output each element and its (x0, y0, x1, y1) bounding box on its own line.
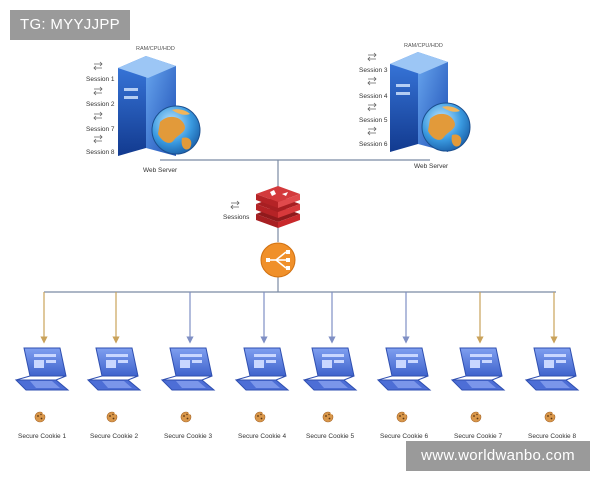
server-1-label: Web Server (143, 167, 178, 174)
session-swap-icon (367, 52, 377, 62)
session-swap-icon (367, 76, 377, 86)
cookie-icon (322, 411, 334, 423)
session-swap-icon (367, 102, 377, 112)
cookie-icon (544, 411, 556, 423)
client-8: Secure Cookie 8 (525, 347, 579, 440)
laptop-icon (303, 347, 357, 391)
load-balancer (260, 242, 296, 278)
session-swap-icon (367, 126, 377, 136)
client-6: Secure Cookie 6 (377, 347, 431, 440)
session-swap-icon (93, 134, 103, 144)
web-server-2: RAM/CPU/HDD Web Server Session 3 Session… (359, 43, 471, 170)
client-cookie-label: Secure Cookie 4 (238, 433, 286, 440)
laptop-icon (15, 347, 69, 391)
session-store-label: Sessions (223, 214, 250, 221)
server-1-sessions: Session 1 Session 2 Session 7 Session 8 (86, 61, 115, 156)
client-3: Secure Cookie 3 (161, 347, 215, 440)
session-label: Session 4 (359, 93, 388, 100)
laptop-icon (87, 347, 141, 391)
session-label: Session 6 (359, 141, 388, 148)
server-2-spec: RAM/CPU/HDD (404, 43, 443, 49)
cookie-icon (254, 411, 266, 423)
laptop-icon (525, 347, 579, 391)
cookie-icon (106, 411, 118, 423)
cookie-icon (396, 411, 408, 423)
watermark-site: www.worldwanbo.com (406, 441, 590, 471)
clients: Secure Cookie 1 Secure Cookie 2 Secure Coo… (15, 347, 579, 440)
cookie-icon (180, 411, 192, 423)
watermark-tg: TG: MYYJJPP (10, 10, 130, 40)
client-cookie-label: Secure Cookie 6 (380, 433, 428, 440)
client-1: Secure Cookie 1 (15, 347, 69, 440)
session-store: Sessions (223, 186, 300, 228)
globe-icon (421, 102, 471, 152)
session-label: Session 3 (359, 67, 388, 74)
session-label: Session 8 (86, 149, 115, 156)
session-swap-icon (230, 200, 240, 210)
client-connectors (40, 292, 558, 344)
cookie-icon (470, 411, 482, 423)
client-cookie-label: Secure Cookie 3 (164, 433, 212, 440)
laptop-icon (451, 347, 505, 391)
client-cookie-label: Secure Cookie 8 (528, 433, 576, 440)
session-label: Session 5 (359, 117, 388, 124)
laptop-icon (161, 347, 215, 391)
session-label: Session 2 (86, 101, 115, 108)
server-connectors (160, 159, 430, 292)
laptop-icon (235, 347, 289, 391)
client-cookie-label: Secure Cookie 7 (454, 433, 502, 440)
client-cookie-label: Secure Cookie 2 (90, 433, 138, 440)
client-cookie-label: Secure Cookie 5 (306, 433, 354, 440)
server-2-label: Web Server (414, 163, 449, 170)
client-2: Secure Cookie 2 (87, 347, 141, 440)
web-server-1: RAM/CPU/HDD Web Server Session 1 Session… (86, 46, 201, 174)
globe-icon (151, 105, 201, 155)
session-swap-icon (93, 61, 103, 71)
cookie-icon (34, 411, 46, 423)
client-4: Secure Cookie 4 (235, 347, 289, 440)
client-cookie-label: Secure Cookie 1 (18, 433, 66, 440)
session-swap-icon (93, 86, 103, 96)
client-5: Secure Cookie 5 (303, 347, 357, 440)
session-swap-icon (93, 111, 103, 121)
session-label: Session 1 (86, 76, 115, 83)
server-2-sessions: Session 3 Session 4 Session 5 Session 6 (359, 52, 388, 148)
session-label: Session 7 (86, 126, 115, 133)
client-7: Secure Cookie 7 (451, 347, 505, 440)
server-1-spec: RAM/CPU/HDD (136, 46, 175, 52)
redis-icon (256, 186, 300, 228)
laptop-icon (377, 347, 431, 391)
